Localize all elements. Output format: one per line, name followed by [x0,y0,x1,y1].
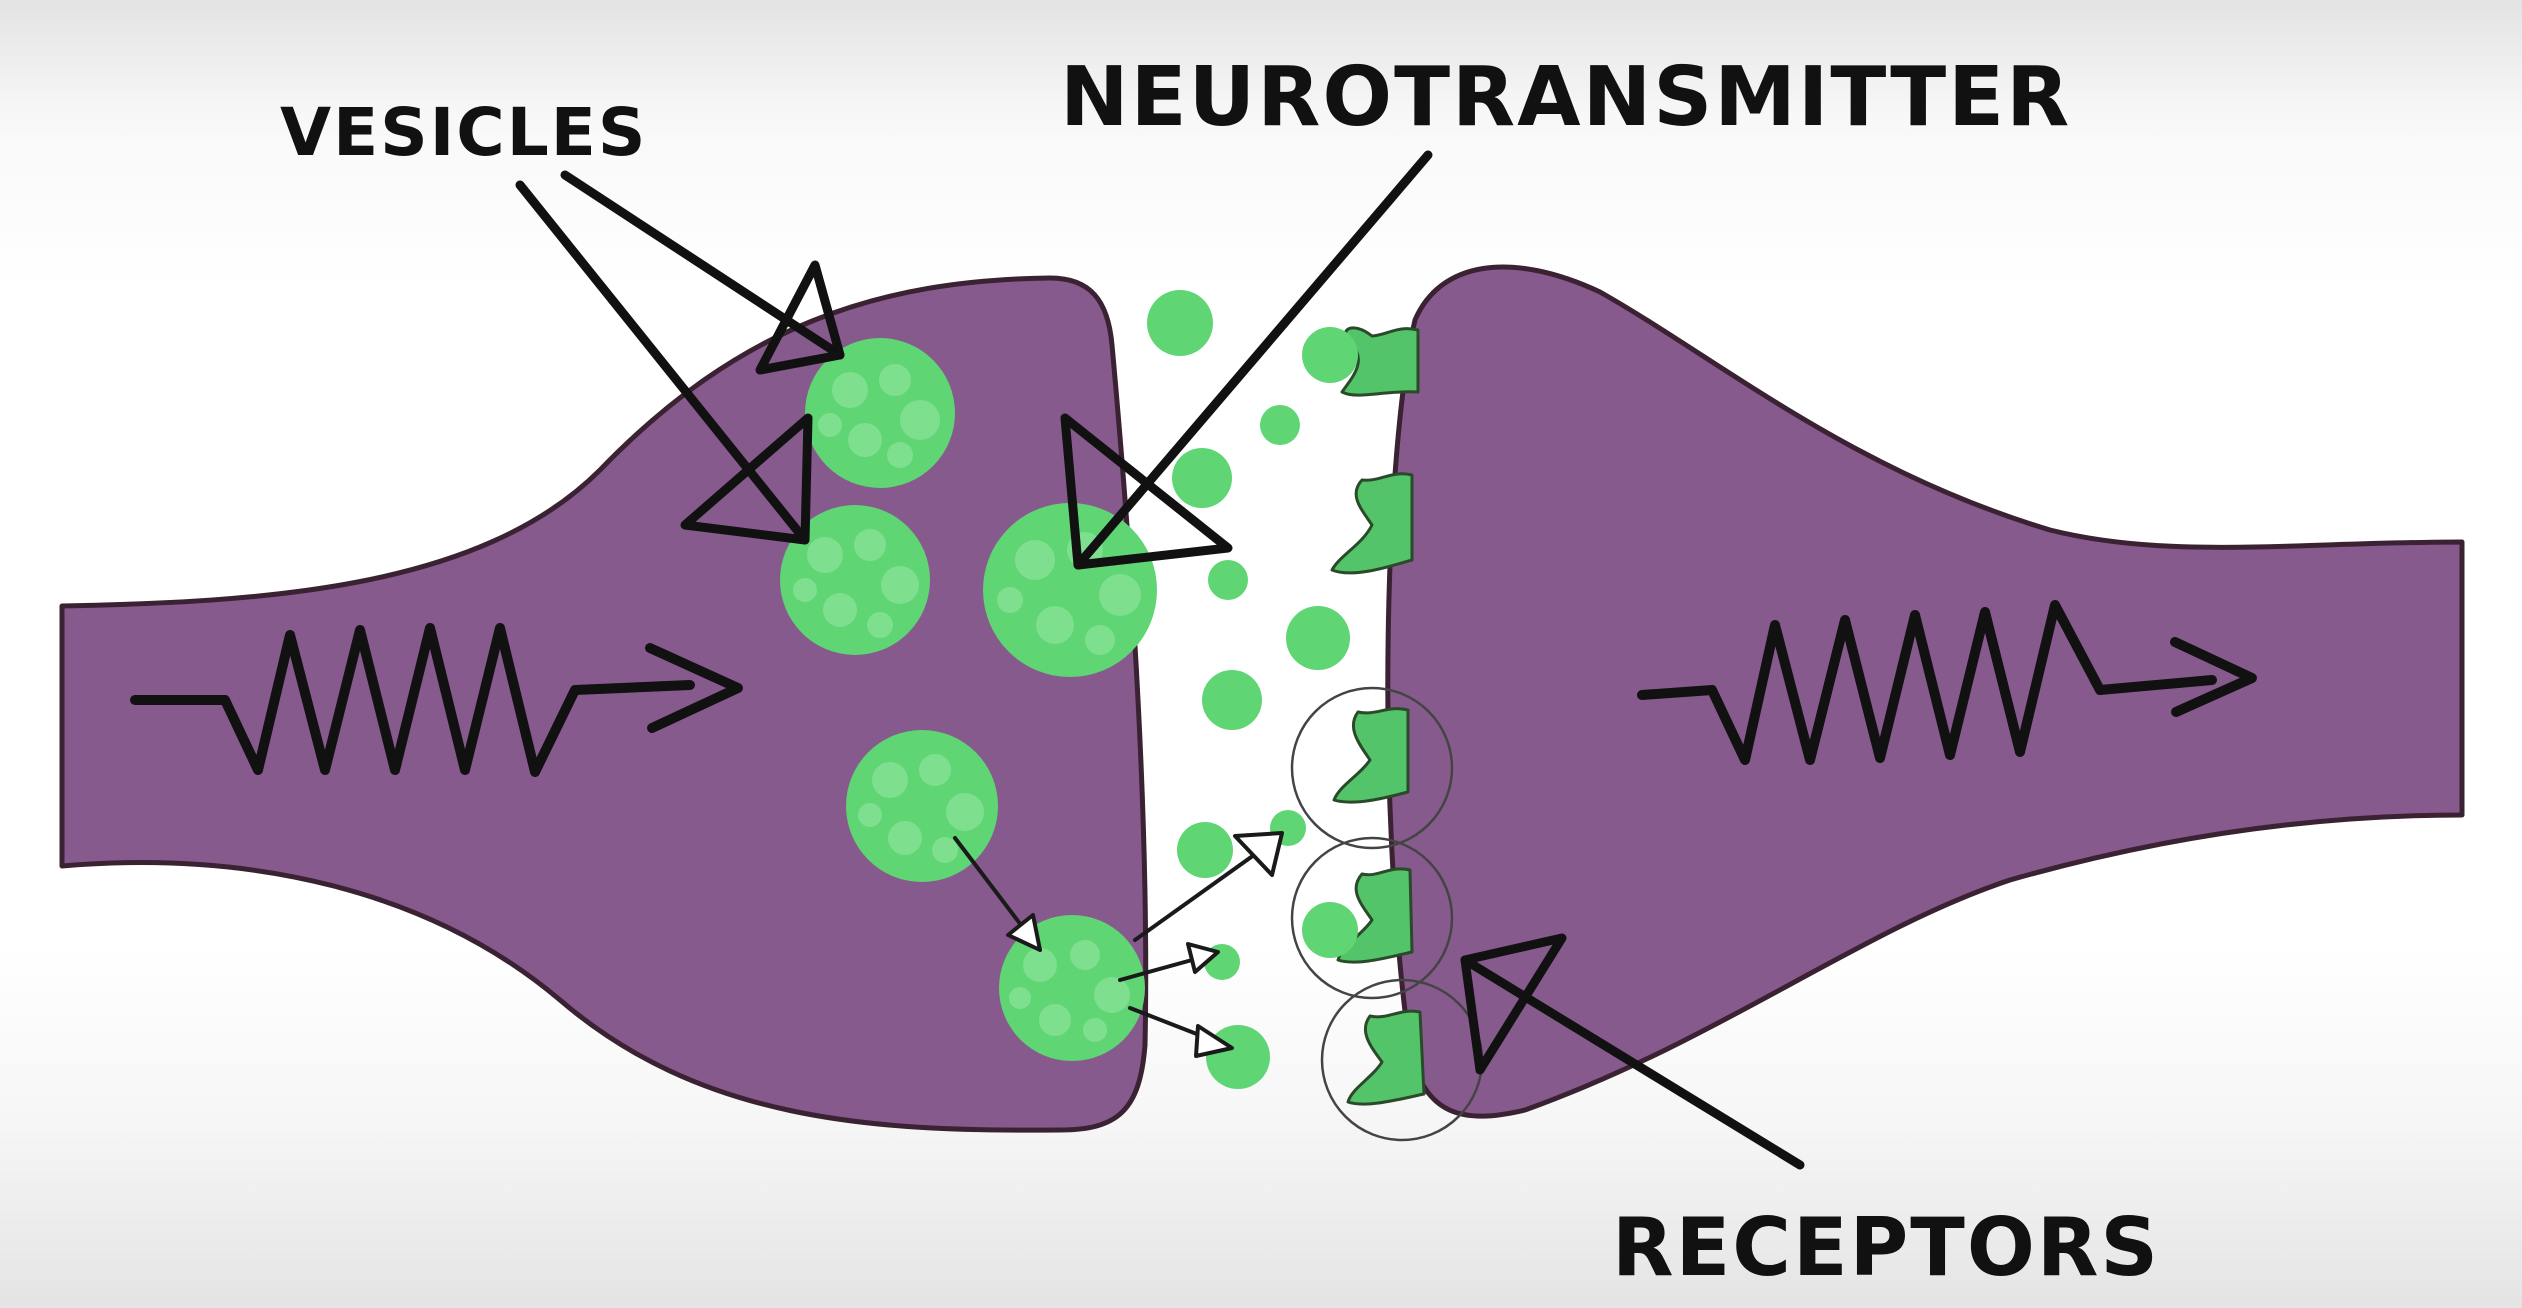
vesicle [983,503,1157,677]
receptors-label: RECEPTORS [1612,1201,2160,1294]
vesicle [999,915,1145,1061]
release-arrow [1133,838,1277,942]
label-pointers [515,150,1805,1170]
neurotransmitter-pointer-arrow [1073,150,1433,570]
receptor-highlight-circle [1290,836,1454,1000]
neurotransmitter-molecule [1177,822,1233,878]
receptor [1330,472,1414,575]
neurotransmitter-molecule [1302,902,1358,958]
vesicle [780,505,930,655]
vesicle [846,730,998,882]
neurotransmitter-label: NEUROTRANSMITTER [1060,50,2071,145]
neurotransmitter-molecule [1206,1025,1270,1089]
presynaptic-neuron [59,275,1149,1133]
neurotransmitter-molecule [1286,606,1350,670]
neurotransmitter-molecule [1302,327,1358,383]
neurotransmitter-molecule [1147,290,1213,356]
neurotransmitter-molecule [1260,405,1300,445]
neurotransmitter-molecules [1147,290,1358,1089]
vesicles-pointer-arrow [515,180,810,545]
neurotransmitter-molecule [1172,448,1232,508]
zigzag-arrow-icon [1637,600,2257,765]
neurotransmitter-molecule [1202,670,1262,730]
release-arrows [953,831,1284,1058]
vesicle [805,338,955,488]
vesicles-group [780,338,1157,1061]
zigzag-arrow-icon [130,623,743,777]
receptor [1346,1009,1426,1106]
vesicles-label: VESICLES [280,94,647,171]
neurotransmitter-molecule [1208,560,1248,600]
receptors-pointer-arrow [1460,955,1805,1170]
receptor [1332,707,1410,804]
postsynaptic-neuron [1385,264,2465,1119]
receptor-highlight-circle [1290,686,1454,850]
vesicles-pointer-arrow [560,170,845,360]
